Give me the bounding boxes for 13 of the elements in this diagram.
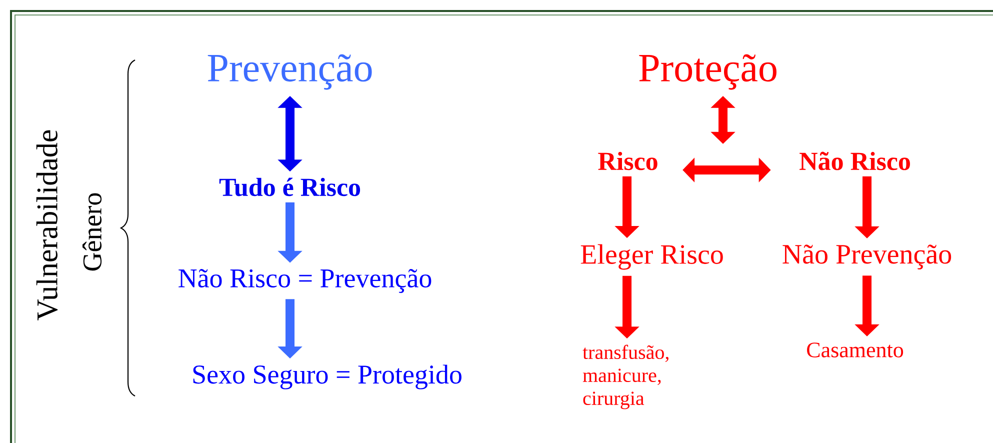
side-label: Vulnerabilidade xyxy=(36,130,58,320)
node-text: Tudo é Risco xyxy=(219,178,360,196)
node-text: Não Prevenção xyxy=(782,244,952,270)
node-text: Não Risco xyxy=(800,152,910,170)
node-text: Casamento xyxy=(807,342,904,358)
side-label: Gênero xyxy=(82,193,102,271)
node-text: transfusão, manicure, cirurgia xyxy=(582,344,668,410)
node-text: Sexo Seguro = Protegido xyxy=(193,364,462,390)
heading-text: Prevenção xyxy=(208,54,372,90)
node-text: Eleger Risco xyxy=(580,244,723,270)
node-text: Não Risco = Prevenção xyxy=(178,269,432,293)
node-text: Risco xyxy=(598,152,658,170)
heading-text: Proteção xyxy=(639,54,776,90)
